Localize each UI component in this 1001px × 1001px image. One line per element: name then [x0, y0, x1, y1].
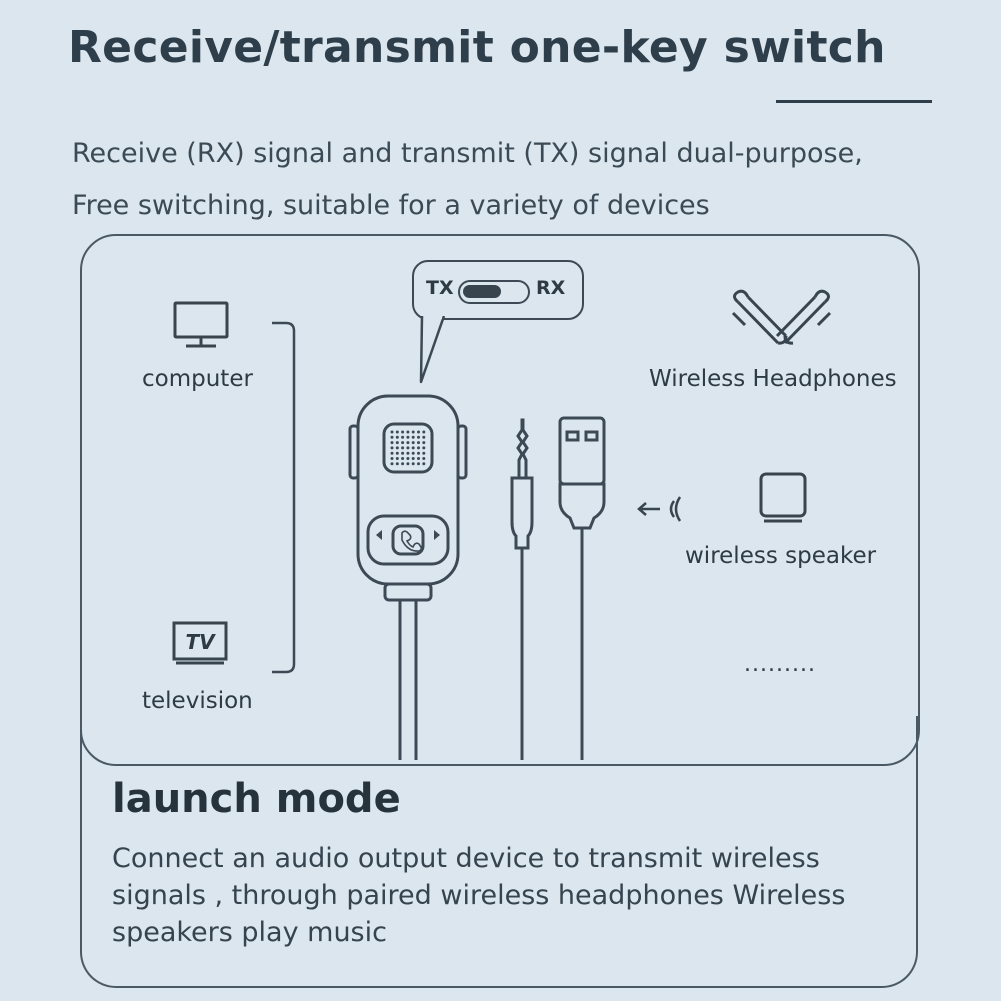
aux-cable — [510, 418, 534, 760]
tx-rx-toggle[interactable] — [458, 280, 530, 304]
callout-tail — [419, 316, 446, 384]
more-devices-ellipsis: ......... — [744, 652, 816, 677]
page-title: Receive/transmit one-key switch — [68, 22, 886, 73]
mode-description: Connect an audio output device to transm… — [112, 843, 846, 948]
device-bracket — [272, 321, 296, 674]
monitor-icon — [173, 301, 229, 348]
wireless-speaker-label: wireless speaker — [685, 543, 877, 569]
speaker-icon — [759, 472, 807, 523]
next-arrow-icon — [434, 530, 440, 540]
switch-callout: TX RX — [412, 260, 584, 320]
subtitle-line-1: Receive (RX) signal and transmit (TX) si… — [72, 138, 863, 169]
tv-badge-text: TV — [185, 630, 216, 654]
receiver-device — [348, 394, 468, 760]
wireless-headphones-label: Wireless Headphones — [649, 366, 897, 392]
tx-label: TX — [426, 277, 454, 299]
television-label: television — [142, 688, 253, 714]
toggle-knob — [463, 285, 501, 298]
rx-label: RX — [536, 277, 566, 299]
diagram-panel — [80, 234, 920, 766]
subtitle-line-2: Free switching, suitable for a variety o… — [72, 190, 710, 221]
mode-heading: launch mode — [112, 776, 401, 822]
phone-icon — [401, 530, 423, 552]
signal-arrow-icon — [637, 496, 682, 522]
usb-cable — [558, 416, 606, 760]
mode-panel — [80, 716, 918, 988]
headphones-icon — [731, 289, 832, 345]
title-underline — [776, 100, 932, 103]
speaker-grille — [390, 430, 426, 466]
computer-label: computer — [142, 366, 253, 392]
tv-icon: TV — [172, 621, 228, 665]
prev-arrow-icon — [376, 530, 382, 540]
device-buttons — [376, 530, 440, 552]
